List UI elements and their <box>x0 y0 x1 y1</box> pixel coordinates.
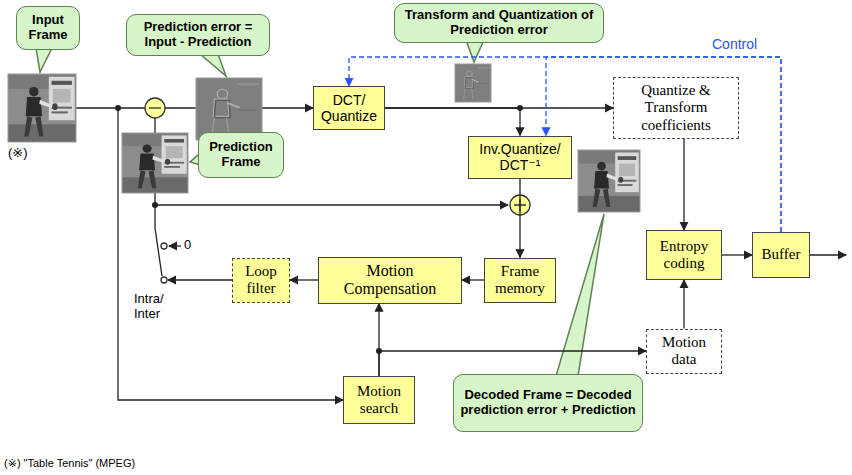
switch-label: Intra/ Inter <box>134 292 164 322</box>
picture-border <box>578 150 640 212</box>
node-text: Decoded Frame = Decoded prediction error… <box>460 388 636 418</box>
junction-dot <box>115 105 121 111</box>
signal-wires <box>76 108 846 400</box>
node-text: Prediction Frame <box>205 140 277 170</box>
callout-tail <box>200 54 226 76</box>
callout-bubble: Decoded Frame = Decoded prediction error… <box>453 374 643 432</box>
node-text: DCT/ Quantize <box>318 92 380 124</box>
process-box: Motion search <box>343 376 415 424</box>
flow-connector <box>683 280 684 329</box>
node-text: Motion data <box>651 334 717 369</box>
node-text: Quantize & Transform coefficients <box>618 82 734 134</box>
process-box: Buffer <box>752 232 810 278</box>
control-label: Control <box>712 36 757 52</box>
callout-bubble: Prediction Frame <box>198 132 284 178</box>
callout-tail <box>556 214 604 376</box>
callout-tail <box>36 48 52 72</box>
prediction-picture <box>122 133 188 193</box>
node-text: Motion Compensation <box>323 262 457 299</box>
subtract-circle <box>145 98 165 118</box>
flow-connector <box>385 108 520 136</box>
search-input-wire <box>118 108 343 400</box>
process-box: Motion Compensation <box>318 257 462 304</box>
error-picture <box>196 78 262 140</box>
control-connector <box>546 57 781 232</box>
flow-connector <box>683 139 684 230</box>
input-frame-picture <box>8 74 76 142</box>
callout-bubble: Transform and Quantization of Prediction… <box>394 3 604 43</box>
process-box: DCT/ Quantize <box>313 86 385 130</box>
node-text: Prediction error = Input - Prediction <box>133 20 263 50</box>
picture-border <box>196 78 262 140</box>
switch-value: 0 <box>184 238 191 253</box>
data-box: Quantize & Transform coefficients <box>613 77 739 139</box>
node-text: Frame memory <box>489 263 551 298</box>
loop-wire <box>168 279 234 280</box>
minus-sign <box>149 107 161 108</box>
quantized-picture <box>455 64 491 102</box>
node-text: Entropy coding <box>651 238 717 273</box>
flow-connector <box>462 279 484 280</box>
zero-wire <box>169 245 181 246</box>
decoded-picture <box>578 150 640 212</box>
node-text: Buffer <box>762 246 801 263</box>
switch-contact <box>161 243 167 249</box>
node-text: Motion search <box>348 383 410 418</box>
callout-bubble: Input Frame <box>16 6 80 50</box>
process-box: Entropy coding <box>646 230 722 280</box>
callout-bubble: Prediction error = Input - Prediction <box>126 14 270 56</box>
flow-connector <box>379 351 646 376</box>
prediction-add-wire <box>155 204 508 205</box>
flow-connector <box>722 254 752 255</box>
process-box: Loop filter <box>232 258 290 303</box>
switch-contact <box>161 277 167 283</box>
control-connector <box>349 57 781 232</box>
process-box: Frame memory <box>484 258 556 303</box>
process-box: Inv.Quantize/ DCT⁻¹ <box>468 136 572 179</box>
node-text: Input Frame <box>23 13 73 43</box>
picture-border <box>455 64 491 102</box>
flow-connector <box>519 179 520 258</box>
picture-border <box>122 133 188 193</box>
junction-dots <box>115 105 523 354</box>
node-text: Loop filter <box>237 263 285 298</box>
footnote-mark: (※) <box>8 146 28 161</box>
output-wire <box>810 254 846 255</box>
node-text: Transform and Quantization of Prediction… <box>401 8 597 38</box>
picture-border <box>8 74 76 142</box>
flow-connector <box>290 279 318 280</box>
flow-connector <box>385 107 613 108</box>
callout-tail <box>466 40 484 62</box>
node-text: Inv.Quantize/ DCT⁻¹ <box>473 141 567 173</box>
frame-pictures <box>8 64 640 212</box>
junction-dot <box>152 202 158 208</box>
input-wire <box>76 107 145 108</box>
callout-tails <box>36 40 604 376</box>
source-note: (※) "Table Tennis" (MPEG) <box>4 457 135 470</box>
data-box: Motion data <box>646 329 722 374</box>
